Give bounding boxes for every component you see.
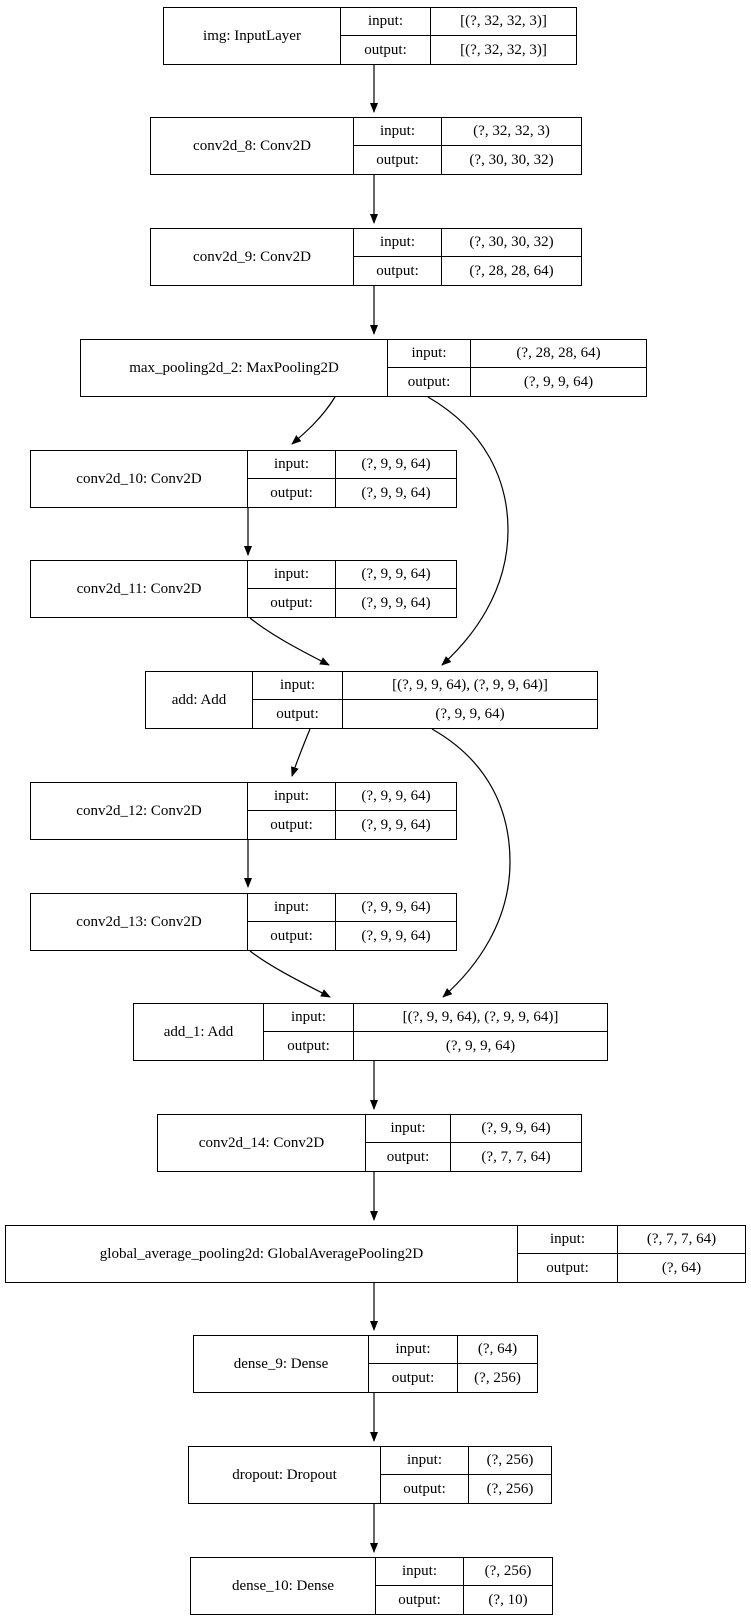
- node-conv2d_13: conv2d_13: Conv2D input: (?, 9, 9, 64) o…: [30, 893, 457, 951]
- layer-label: add: Add: [146, 672, 253, 728]
- output-shape: [(?, 32, 32, 3)]: [460, 41, 547, 58]
- input-label: input:: [341, 8, 431, 36]
- node-conv2d_9: conv2d_9: Conv2D input: (?, 30, 30, 32) …: [150, 228, 582, 286]
- layer-label: conv2d_12: Conv2D: [31, 783, 248, 839]
- layer-label: conv2d_10: Conv2D: [31, 451, 248, 507]
- output-shape: (?, 9, 9, 64): [361, 927, 431, 944]
- node-conv2d_11: conv2d_11: Conv2D input: (?, 9, 9, 64) o…: [30, 560, 457, 618]
- node-add_1: add_1: Add input: [(?, 9, 9, 64), (?, 9,…: [133, 1003, 608, 1061]
- node-conv2d_14: conv2d_14: Conv2D input: (?, 9, 9, 64) o…: [157, 1114, 582, 1172]
- edge-conv2d_11-to-add: [249, 617, 330, 666]
- input-shape: (?, 9, 9, 64): [336, 451, 456, 479]
- layer-label: add_1: Add: [134, 1004, 264, 1060]
- input-shape: (?, 9, 9, 64): [336, 561, 456, 589]
- output-shape: (?, 30, 30, 32): [469, 151, 554, 168]
- node-dense_10: dense_10: Dense input: (?, 256) output: …: [190, 1557, 553, 1615]
- node-dropout: dropout: Dropout input: (?, 256) output:…: [188, 1446, 552, 1504]
- node-conv2d_8: conv2d_8: Conv2D input: (?, 32, 32, 3) o…: [150, 117, 582, 175]
- input-shape: (?, 28, 28, 64): [471, 340, 646, 368]
- output-label: output:: [248, 922, 336, 950]
- input-shape: (?, 9, 9, 64): [336, 894, 456, 922]
- input-shape: (?, 64): [458, 1336, 537, 1364]
- output-shape: (?, 9, 9, 64): [435, 705, 505, 722]
- input-label: input:: [253, 672, 343, 700]
- input-shape: (?, 256): [469, 1447, 551, 1475]
- input-label: input:: [264, 1004, 354, 1032]
- input-shape: (?, 9, 9, 64): [451, 1115, 581, 1143]
- input-shape: [(?, 32, 32, 3)]: [431, 8, 576, 36]
- output-label: output:: [354, 146, 442, 174]
- output-shape: (?, 64): [661, 1259, 702, 1276]
- layer-label: conv2d_8: Conv2D: [151, 118, 354, 174]
- input-shape: (?, 30, 30, 32): [442, 229, 581, 257]
- output-shape: (?, 10): [488, 1591, 528, 1608]
- node-dense_9: dense_9: Dense input: (?, 64) output: (?…: [193, 1335, 538, 1393]
- layer-label: conv2d_11: Conv2D: [31, 561, 248, 617]
- layer-label: dense_9: Dense: [194, 1336, 369, 1392]
- output-shape: (?, 9, 9, 64): [361, 594, 431, 611]
- output-shape: (?, 7, 7, 64): [481, 1148, 551, 1165]
- input-label: input:: [354, 229, 442, 257]
- input-shape: (?, 7, 7, 64): [618, 1226, 745, 1254]
- output-shape: (?, 28, 28, 64): [469, 262, 554, 279]
- output-label: output:: [264, 1032, 354, 1060]
- input-label: input:: [388, 340, 471, 368]
- input-label: input:: [381, 1447, 469, 1475]
- output-label: output:: [354, 257, 442, 285]
- output-label: output:: [381, 1475, 469, 1503]
- input-label: input:: [248, 894, 336, 922]
- edge-max_pooling2d_2-to-conv2d_10: [291, 396, 336, 445]
- input-label: input:: [248, 561, 336, 589]
- output-shape: (?, 256): [474, 1369, 521, 1386]
- layer-label: conv2d_9: Conv2D: [151, 229, 354, 285]
- layer-label: global_average_pooling2d: GlobalAverageP…: [6, 1226, 518, 1282]
- node-conv2d_10: conv2d_10: Conv2D input: (?, 9, 9, 64) o…: [30, 450, 457, 508]
- output-shape: (?, 9, 9, 64): [361, 484, 431, 501]
- output-label: output:: [248, 479, 336, 507]
- input-label: input:: [248, 783, 336, 811]
- output-shape: (?, 9, 9, 64): [523, 373, 594, 390]
- output-label: output:: [388, 368, 471, 396]
- output-label: output:: [369, 1364, 458, 1392]
- edge-add-to-conv2d_12: [291, 728, 311, 777]
- input-label: input:: [369, 1336, 458, 1364]
- output-label: output:: [253, 700, 343, 728]
- node-conv2d_12: conv2d_12: Conv2D input: (?, 9, 9, 64) o…: [30, 782, 457, 840]
- layer-label: img: InputLayer: [164, 8, 341, 64]
- node-max_pooling2d_2: max_pooling2d_2: MaxPooling2D input: (?,…: [80, 339, 647, 397]
- input-shape: (?, 9, 9, 64): [336, 783, 456, 811]
- output-label: output:: [518, 1254, 618, 1282]
- input-shape: [(?, 9, 9, 64), (?, 9, 9, 64)]: [354, 1004, 607, 1032]
- layer-label: dense_10: Dense: [191, 1558, 376, 1614]
- layer-label: max_pooling2d_2: MaxPooling2D: [81, 340, 388, 396]
- input-shape: (?, 256): [464, 1558, 552, 1586]
- input-label: input:: [376, 1558, 464, 1586]
- node-add: add: Add input: [(?, 9, 9, 64), (?, 9, 9…: [145, 671, 598, 729]
- input-label: input:: [248, 451, 336, 479]
- node-global_average_pooling2d: global_average_pooling2d: GlobalAverageP…: [5, 1225, 746, 1283]
- input-label: input:: [518, 1226, 618, 1254]
- layer-label: conv2d_14: Conv2D: [158, 1115, 366, 1171]
- output-shape: (?, 9, 9, 64): [361, 816, 431, 833]
- layer-label: conv2d_13: Conv2D: [31, 894, 248, 950]
- edge-conv2d_13-to-add_1: [249, 950, 331, 998]
- output-label: output:: [248, 811, 336, 839]
- input-label: input:: [354, 118, 442, 146]
- output-label: output:: [341, 36, 431, 64]
- layer-label: dropout: Dropout: [189, 1447, 381, 1503]
- node-img: img: InputLayer input: [(?, 32, 32, 3)] …: [163, 7, 577, 65]
- output-shape: (?, 9, 9, 64): [445, 1037, 516, 1054]
- input-label: input:: [366, 1115, 451, 1143]
- output-label: output:: [366, 1143, 451, 1171]
- output-label: output:: [376, 1586, 464, 1614]
- edge-max_pooling2d_2-to-add: [427, 396, 509, 666]
- input-shape: [(?, 9, 9, 64), (?, 9, 9, 64)]: [343, 672, 597, 700]
- output-label: output:: [248, 589, 336, 617]
- input-shape: (?, 32, 32, 3): [442, 118, 581, 146]
- edge-add-to-add_1: [431, 728, 511, 998]
- output-shape: (?, 256): [486, 1480, 534, 1497]
